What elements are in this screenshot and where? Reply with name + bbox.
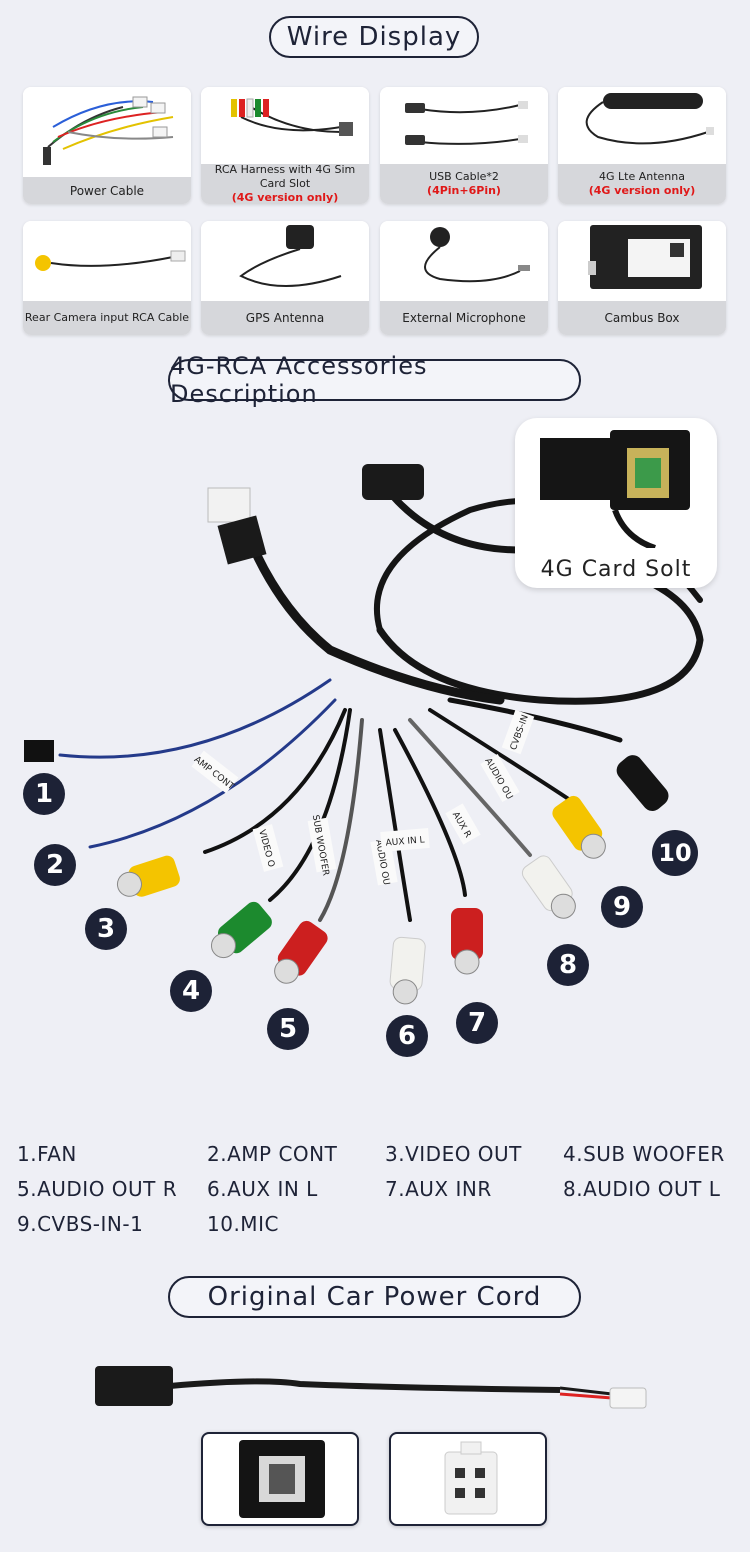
rca-plug-audio-out-l (521, 855, 576, 919)
gps-antenna-image (201, 221, 369, 301)
callout-3: 3 (85, 908, 127, 950)
tag-aux-in-l: AUX IN L (380, 827, 430, 853)
tag-subwoofer: SUB WOOFER (307, 814, 337, 877)
callout-9: 9 (601, 886, 643, 928)
callout-8: 8 (547, 944, 589, 986)
card-label: Cambus Box (604, 311, 680, 325)
usb-cable-image (380, 87, 548, 167)
rca-plug-video (116, 855, 180, 897)
card-cambus-box: Cambus Box (558, 221, 726, 335)
rca-harness-diagram: AMP CONT VIDEO O SUB WOOFER AUDIO OU AUX… (24, 464, 704, 1005)
power-connector-white-closeup (389, 1432, 547, 1526)
card-label: Power Cable (69, 183, 145, 198)
power-cable-image (23, 87, 191, 167)
legend-item: 2.AMP CONT (207, 1142, 338, 1166)
legend-item: 5.AUDIO OUT R (17, 1177, 178, 1201)
tag-audio-out-l: AUDIO OU (480, 753, 520, 803)
fan-connector (24, 740, 54, 762)
accessories-heading: 4G-RCA Accessories Description (168, 352, 581, 408)
legend-item: 8.AUDIO OUT L (563, 1177, 721, 1201)
card-external-mic: External Microphone (380, 221, 548, 335)
tag-aux-r: AUX R (445, 803, 481, 845)
cambus-box-image (558, 221, 726, 301)
rear-camera-image (23, 221, 191, 301)
card-label: USB Cable*2 (429, 170, 499, 183)
callout-7: 7 (456, 1002, 498, 1044)
card-usb-cable: USB Cable*2 (4Pin+6Pin) (380, 87, 548, 204)
card-label: Rear Camera input RCA Cable (24, 311, 190, 324)
callout-10: 10 (652, 830, 698, 876)
external-mic-image (380, 221, 548, 301)
legend-item: 7.AUX INR (385, 1177, 492, 1201)
rca-plug-aux-in-l (389, 936, 426, 1005)
card-label: GPS Antenna (245, 311, 325, 325)
power-cord-heading: Original Car Power Cord (168, 1276, 581, 1318)
legend-item: 6.AUX IN L (207, 1177, 318, 1201)
wire-display-heading: Wire Display (269, 16, 479, 58)
4g-card-slot-callout: 4G Card Solt (515, 418, 717, 588)
power-cord-diagram (95, 1366, 647, 1409)
card-label: 4G Lte Antenna (599, 170, 685, 183)
callout-6: 6 (386, 1015, 428, 1057)
callout-1: 1 (23, 773, 65, 815)
4g-card-slot-image (540, 430, 690, 551)
rca-plug-cvbs (552, 795, 606, 859)
card-note: (4G version only) (588, 184, 696, 197)
card-4g-antenna: 4G Lte Antenna (4G version only) (558, 87, 726, 204)
callout-4: 4 (170, 970, 212, 1012)
card-power-cable: Power Cable (23, 87, 191, 204)
legend-item: 9.CVBS-IN-1 (17, 1212, 144, 1236)
rca-harness-image (201, 87, 369, 167)
4g-antenna-image (558, 87, 726, 167)
tag-video: VIDEO O (252, 824, 284, 872)
legend-item: 4.SUB WOOFER (563, 1142, 725, 1166)
card-gps-antenna: GPS Antenna (201, 221, 369, 335)
power-connector-black-closeup (201, 1432, 359, 1526)
4g-card-slot-label: 4G Card Solt (540, 557, 692, 582)
legend-item: 3.VIDEO OUT (385, 1142, 522, 1166)
card-note: (4Pin+6Pin) (427, 184, 501, 197)
main-plug (207, 487, 251, 523)
card-label: RCA Harness with 4G Sim Card Slot (214, 163, 356, 190)
card-rear-camera: Rear Camera input RCA Cable (23, 221, 191, 335)
4g-sim-housing (362, 464, 424, 500)
rca-plug-audio-out-r (274, 920, 328, 984)
card-note: (4G version only) (231, 191, 339, 204)
rca-plug-subwoofer (210, 901, 272, 959)
callout-2: 2 (34, 844, 76, 886)
legend-item: 10.MIC (207, 1212, 279, 1236)
tag-cvbs: CVBS-IN (501, 709, 535, 755)
legend-item: 1.FAN (17, 1142, 77, 1166)
mic-jack (616, 755, 669, 811)
rca-plug-aux-in-r (451, 908, 483, 975)
card-label: External Microphone (402, 311, 526, 325)
callout-5: 5 (267, 1008, 309, 1050)
card-rca-harness: RCA Harness with 4G Sim Card Slot (4G ve… (201, 87, 369, 204)
svg-text:AUX IN L: AUX IN L (385, 835, 425, 848)
